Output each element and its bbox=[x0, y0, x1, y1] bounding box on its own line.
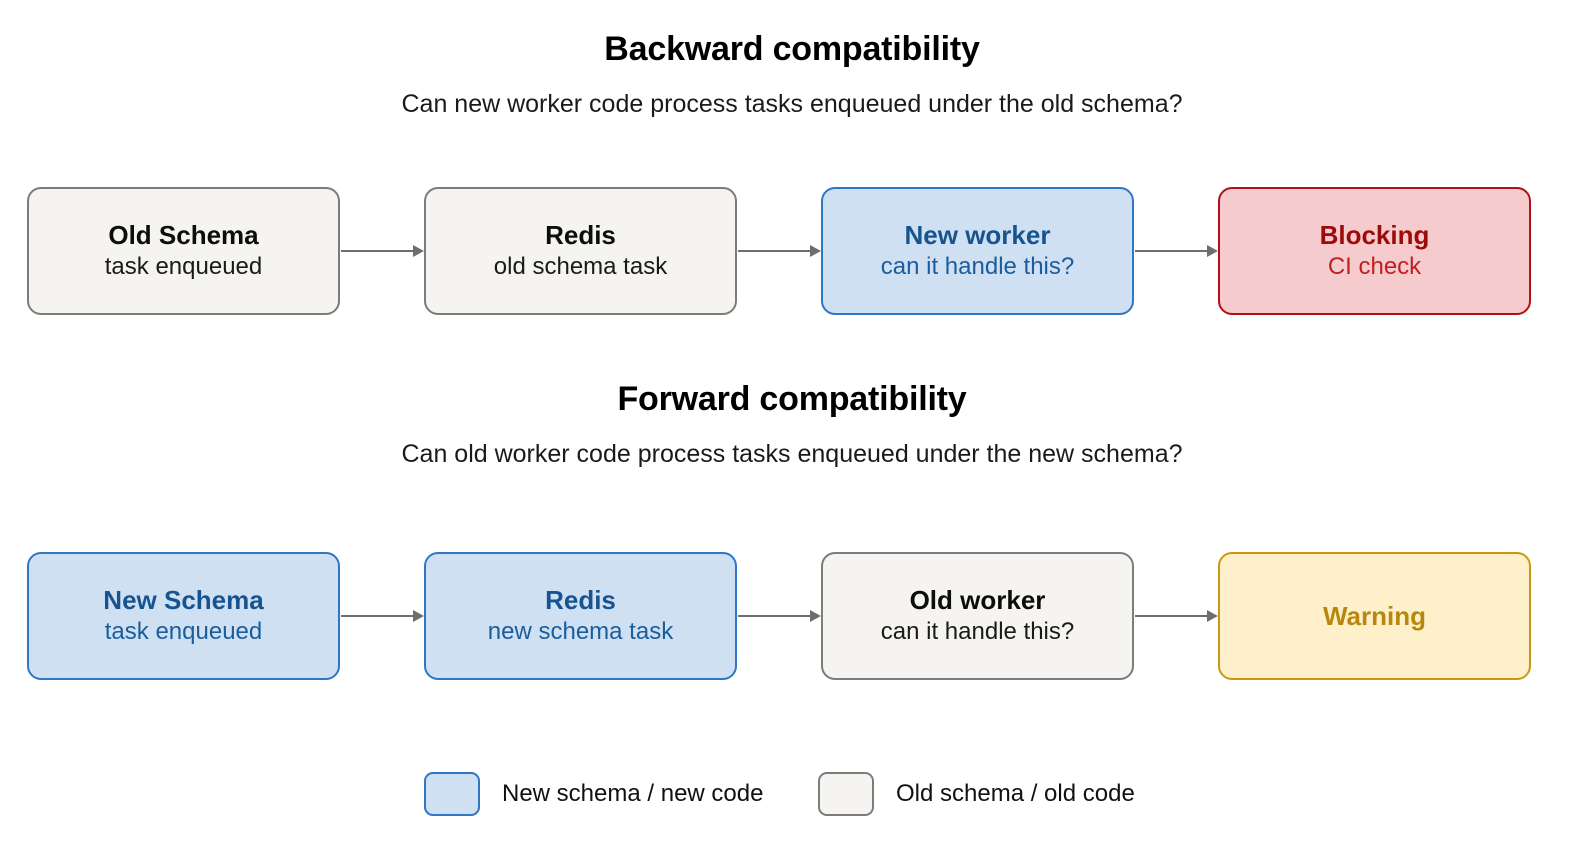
node-subtitle: task enqueued bbox=[104, 253, 263, 281]
arrow-head bbox=[810, 245, 821, 257]
node-blocking-ci-check[interactable]: Blocking CI check bbox=[1218, 187, 1531, 315]
node-title: Redis bbox=[545, 219, 616, 250]
arrow-shaft bbox=[341, 615, 413, 617]
legend-item-old: Old schema / old code bbox=[818, 772, 1135, 816]
node-subtitle: new schema task bbox=[487, 618, 674, 646]
node-title: New worker bbox=[904, 219, 1051, 250]
node-title: New Schema bbox=[103, 584, 264, 615]
arrow-shaft bbox=[1135, 250, 1207, 252]
arrow-new-schema-to-redis bbox=[341, 610, 424, 622]
arrow-new-worker-to-blocking bbox=[1135, 245, 1218, 257]
arrow-shaft bbox=[738, 615, 810, 617]
arrow-head bbox=[413, 610, 424, 622]
node-subtitle: old schema task bbox=[493, 253, 668, 281]
legend-swatch-old-icon bbox=[818, 772, 874, 816]
legend: New schema / new code Old schema / old c… bbox=[0, 766, 1584, 826]
flow-row-backward: Old Schema task enqueued Redis old schem… bbox=[0, 187, 1584, 315]
node-new-schema[interactable]: New Schema task enqueued bbox=[27, 552, 340, 680]
node-redis-new[interactable]: Redis new schema task bbox=[424, 552, 737, 680]
node-old-schema[interactable]: Old Schema task enqueued bbox=[27, 187, 340, 315]
arrow-head bbox=[1207, 610, 1218, 622]
arrow-shaft bbox=[1135, 615, 1207, 617]
node-title: Warning bbox=[1322, 600, 1427, 631]
node-title: Redis bbox=[545, 584, 616, 615]
arrow-redis-to-old-worker bbox=[738, 610, 821, 622]
legend-swatch-new-icon bbox=[424, 772, 480, 816]
section-subtitle-forward: Can old worker code process tasks enqueu… bbox=[401, 440, 1183, 468]
arrow-head bbox=[810, 610, 821, 622]
node-title: Old Schema bbox=[108, 219, 259, 250]
arrow-shaft bbox=[738, 250, 810, 252]
node-warning[interactable]: Warning bbox=[1218, 552, 1531, 680]
flow-row-forward: New Schema task enqueued Redis new schem… bbox=[0, 552, 1584, 680]
node-subtitle: CI check bbox=[1327, 253, 1422, 281]
node-subtitle: can it handle this? bbox=[880, 253, 1075, 281]
node-subtitle: can it handle this? bbox=[880, 618, 1075, 646]
node-new-worker[interactable]: New worker can it handle this? bbox=[821, 187, 1134, 315]
legend-label-old: Old schema / old code bbox=[896, 780, 1135, 807]
node-title: Blocking bbox=[1319, 219, 1430, 250]
arrow-head bbox=[1207, 245, 1218, 257]
arrow-redis-to-new-worker bbox=[738, 245, 821, 257]
node-subtitle: task enqueued bbox=[104, 618, 263, 646]
arrow-shaft bbox=[341, 250, 413, 252]
arrow-old-worker-to-warning bbox=[1135, 610, 1218, 622]
section-title-forward: Forward compatibility bbox=[617, 380, 967, 418]
arrow-old-schema-to-redis bbox=[341, 245, 424, 257]
legend-label-new: New schema / new code bbox=[502, 780, 764, 807]
section-subtitle-backward: Can new worker code process tasks enqueu… bbox=[401, 90, 1183, 118]
node-title: Old worker bbox=[909, 584, 1046, 615]
node-old-worker[interactable]: Old worker can it handle this? bbox=[821, 552, 1134, 680]
arrow-head bbox=[413, 245, 424, 257]
legend-item-new: New schema / new code bbox=[424, 772, 763, 816]
node-redis-old[interactable]: Redis old schema task bbox=[424, 187, 737, 315]
section-title-backward: Backward compatibility bbox=[604, 30, 980, 68]
